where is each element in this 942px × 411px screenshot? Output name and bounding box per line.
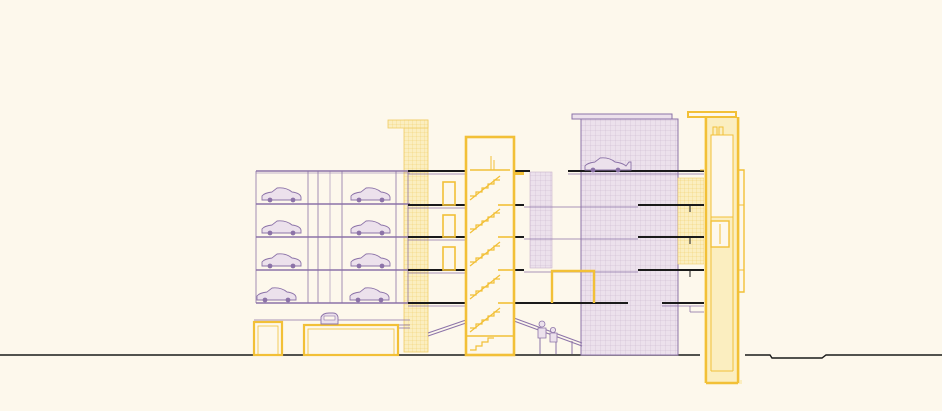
- parking-rack: [254, 170, 410, 329]
- floor-slabs: [408, 170, 704, 304]
- person-icon: [537, 320, 558, 343]
- rack-cars: [256, 187, 391, 303]
- ramp: [427, 317, 583, 354]
- stair-landings: [466, 204, 514, 337]
- ground-frames: [252, 320, 400, 357]
- car-icon: [320, 312, 339, 325]
- doors-west: [442, 181, 456, 271]
- yellow-hatch-east: [677, 177, 705, 265]
- grid-tower-roof: [571, 113, 673, 120]
- car-icon: [349, 287, 390, 303]
- service-shaft: [687, 111, 745, 385]
- floor-slab-undersides: [408, 173, 704, 313]
- tower-door-frame: [550, 269, 596, 303]
- grid-panel: [529, 171, 553, 269]
- car-icon: [350, 253, 391, 269]
- car-icon: [261, 187, 302, 203]
- car-icon: [261, 253, 302, 269]
- car-icon: [584, 157, 632, 173]
- car-icon: [261, 220, 302, 236]
- yellow-hatch-top: [387, 119, 429, 129]
- car-icon: [350, 220, 391, 236]
- car-icon: [256, 287, 297, 303]
- stair-flights: [469, 175, 501, 351]
- stair-core: [464, 135, 524, 357]
- car-icon: [350, 187, 391, 203]
